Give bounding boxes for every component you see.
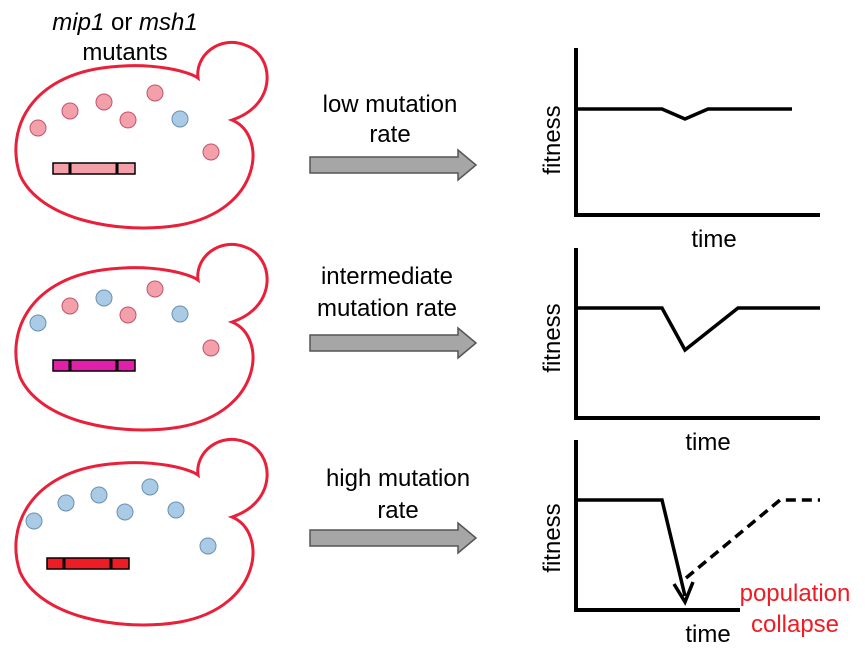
y-axis-label: fitness — [539, 503, 566, 572]
cell-low — [14, 40, 269, 230]
process-arrow — [309, 521, 478, 555]
dot — [90, 486, 108, 504]
collapse-arrowhead — [672, 581, 695, 606]
dot — [61, 102, 79, 120]
y-axis-label: fitness — [539, 303, 566, 372]
dot — [199, 537, 217, 555]
process-arrow — [309, 326, 478, 360]
fitness-plot-high: fitness time population collapse — [539, 440, 850, 648]
process-arrow — [309, 148, 478, 182]
dot — [167, 501, 185, 519]
bar-body — [52, 359, 136, 372]
dot — [171, 305, 189, 323]
dot — [119, 111, 137, 129]
dot — [25, 512, 43, 530]
mtdna-bar — [52, 359, 136, 372]
fitness-line — [576, 306, 820, 353]
mtdna-bar — [46, 557, 130, 570]
arrow-label-line1: intermediate — [321, 263, 453, 290]
dot — [95, 289, 113, 307]
dot — [146, 84, 164, 102]
y-axis-label: fitness — [539, 105, 566, 174]
arrow-label-line2: mutation rate — [317, 295, 457, 322]
recovery-line-dashed — [684, 498, 820, 580]
bar-body — [46, 557, 130, 570]
fitness-line — [576, 107, 792, 121]
yeast-cell-outline — [14, 242, 269, 432]
arrow-label-line2: rate — [377, 497, 418, 524]
fitness-plot-intermediate: fitness time — [539, 248, 820, 456]
yeast-cell-outline — [14, 437, 269, 627]
cell-intermediate — [14, 242, 269, 432]
mito-dots — [29, 84, 220, 161]
x-axis-label: time — [691, 226, 736, 253]
bar-body — [52, 162, 136, 175]
mito-dots — [29, 280, 220, 357]
dot — [171, 110, 189, 128]
dot — [57, 494, 75, 512]
dot — [61, 297, 79, 315]
header-genes: mip1 or msh1 — [52, 9, 197, 36]
arrow-label-line1: high mutation — [326, 465, 470, 492]
dot — [29, 119, 47, 137]
mito-dots — [25, 478, 217, 555]
dot — [116, 503, 134, 521]
collapse-label-line1: population — [740, 580, 851, 607]
header-subtitle: mutants — [82, 39, 167, 66]
dot — [202, 339, 220, 357]
cell-high — [14, 437, 269, 627]
fitness-line — [576, 498, 687, 597]
x-axis-label: time — [685, 429, 730, 456]
collapse-label-line2: collapse — [751, 611, 839, 638]
dot — [95, 93, 113, 111]
arrow-label-line2: rate — [369, 121, 410, 148]
dot — [119, 306, 137, 324]
dot — [146, 280, 164, 298]
dot — [202, 143, 220, 161]
yeast-cell-outline — [14, 40, 269, 230]
x-axis-label: time — [685, 621, 730, 648]
dot — [141, 478, 159, 496]
mtdna-bar — [52, 162, 136, 175]
fitness-plot-low: fitness time — [539, 48, 820, 253]
dot — [29, 314, 47, 332]
arrow-label-line1: low mutation — [323, 91, 458, 118]
